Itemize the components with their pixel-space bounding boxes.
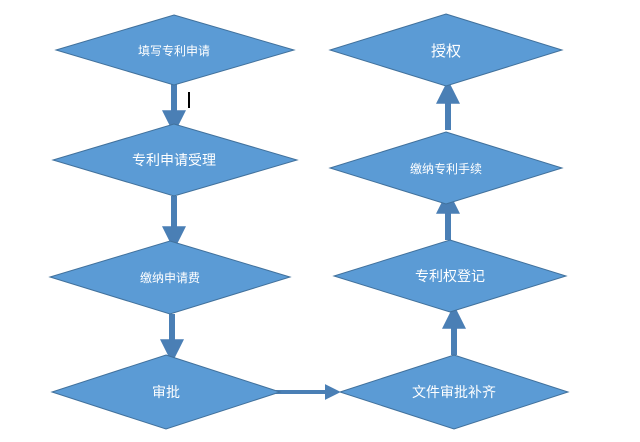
diamond-shape: [51, 123, 299, 197]
diamond-shape: [338, 354, 570, 430]
diamond-shape: [328, 131, 564, 205]
node-label: 专利申请受理: [132, 153, 216, 169]
connectors: [160, 79, 466, 400]
diamond-shape: [332, 239, 568, 313]
node-label: 文件审批补齐: [412, 385, 496, 401]
node-accept-application: 专利申请受理: [51, 123, 299, 197]
node-fill-application: 填写专利申请: [54, 14, 296, 86]
node-label: 缴纳专利手续: [410, 161, 482, 176]
node-label: 填写专利申请: [138, 43, 210, 58]
diamond-shape: [48, 240, 292, 315]
diamond-shape: [54, 14, 296, 86]
text-cursor-mark: [188, 92, 190, 108]
diamond-shape: [50, 354, 282, 430]
node-supplement-documents: 文件审批补齐: [338, 354, 570, 430]
node-pay-application-fee: 缴纳申请费: [48, 240, 292, 315]
node-label: 缴纳申请费: [140, 270, 200, 285]
diamond-shape: [328, 13, 564, 87]
node-label: 审批: [152, 385, 180, 401]
node-pay-patent-procedure: 缴纳专利手续: [328, 131, 564, 205]
node-grant: 授权: [328, 13, 564, 87]
node-label: 授权: [431, 42, 461, 60]
node-label: 专利权登记: [415, 269, 485, 285]
node-register-patent: 专利权登记: [332, 239, 568, 313]
node-review: 审批: [50, 354, 282, 430]
